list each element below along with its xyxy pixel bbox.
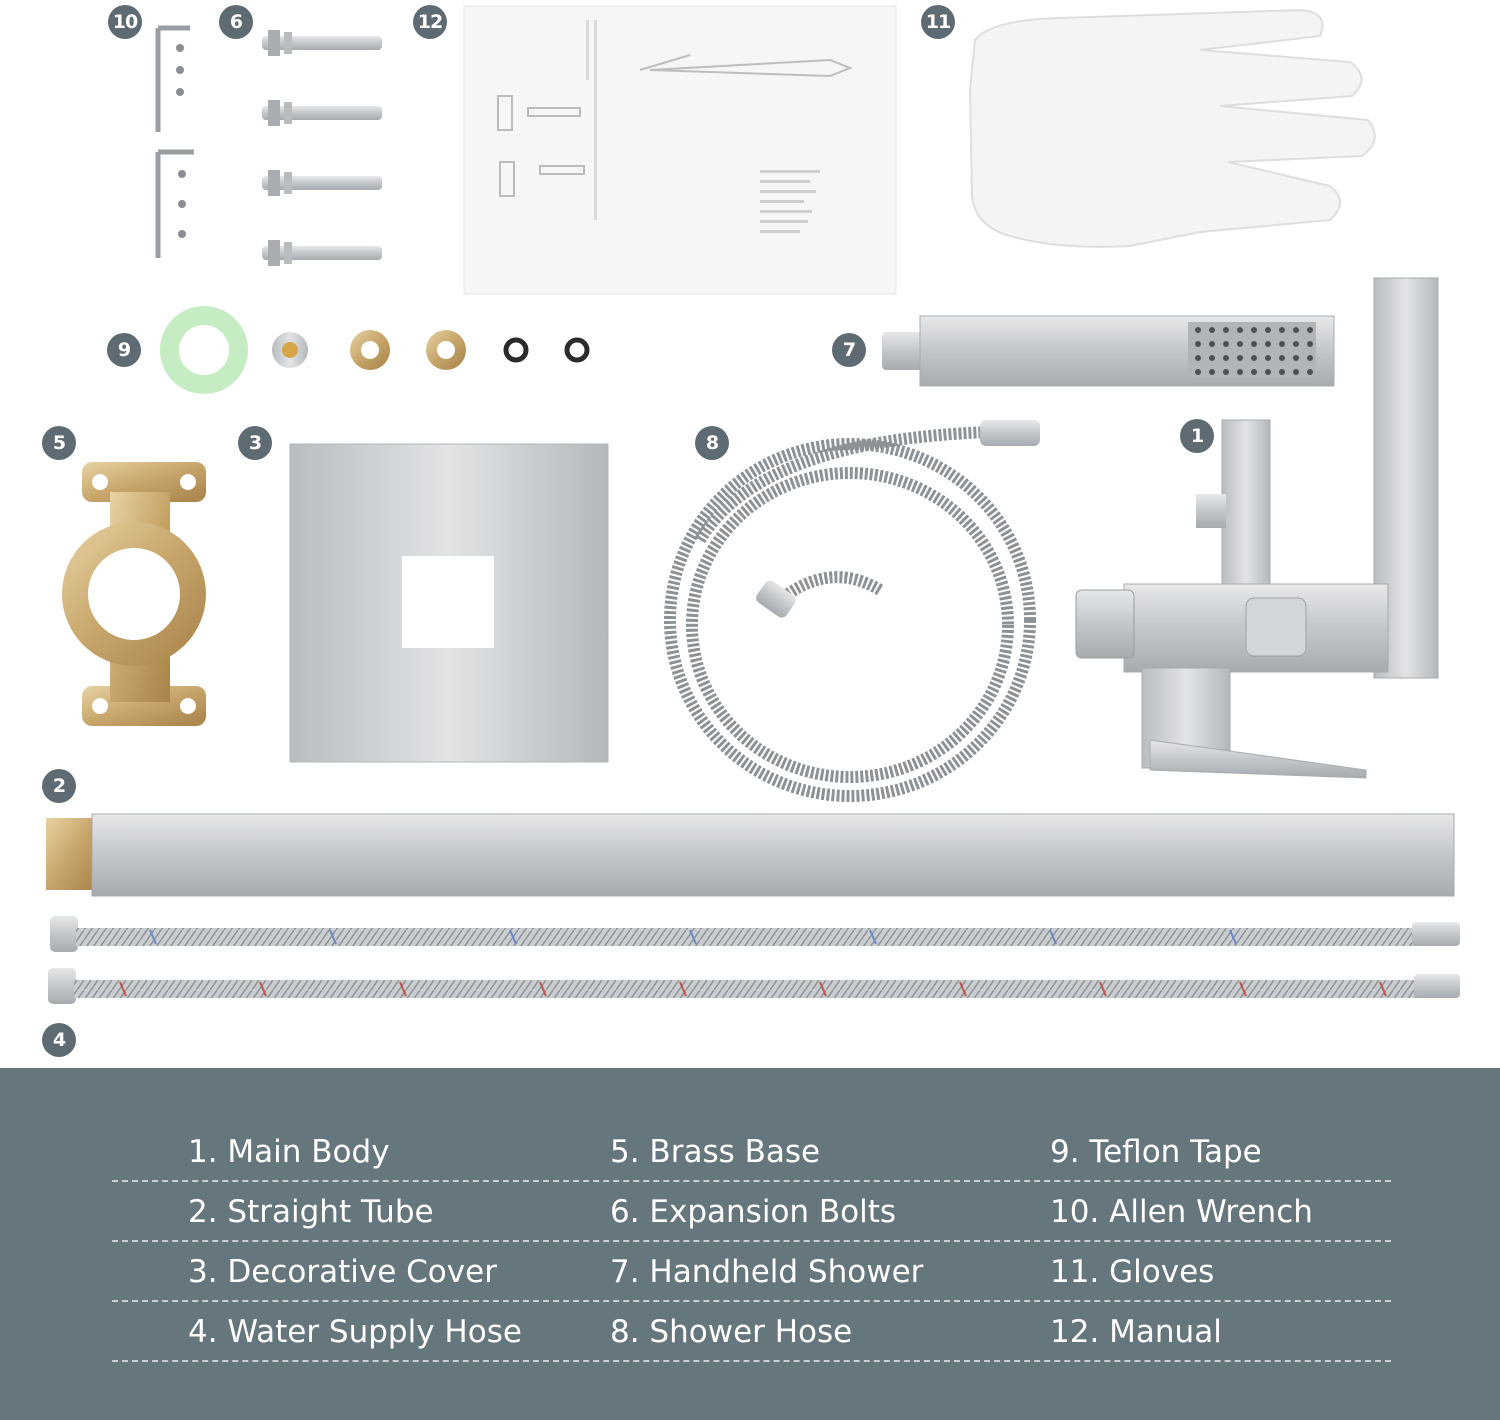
badge-3: 3: [238, 426, 272, 460]
legend-row: 3. Decorative Cover 7. Handheld Shower 1…: [112, 1240, 1391, 1302]
badge-8: 8: [695, 426, 729, 460]
allen-wrench-icon: [155, 25, 194, 258]
legend-item: 12. Manual: [1050, 1314, 1222, 1350]
badge-9: 9: [107, 333, 141, 367]
parts-legend: 1. Main Body 5. Brass Base 9. Teflon Tap…: [0, 1068, 1500, 1420]
badge-5: 5: [42, 426, 76, 460]
handheld-shower-icon: [882, 315, 1335, 387]
decorative-cover-icon: [289, 443, 609, 763]
badge-10: 10: [108, 5, 142, 39]
badge-11: 11: [921, 5, 955, 39]
product-photo: 10 6 12 11 9 7 5 3 8 1 2 4: [42, 5, 1460, 1057]
legend-item: 2. Straight Tube: [188, 1194, 434, 1230]
manual-icon: [463, 5, 897, 295]
legend-item: 1. Main Body: [188, 1134, 390, 1170]
shower-hose-icon: [664, 426, 1036, 802]
legend-item: 9. Teflon Tape: [1050, 1134, 1262, 1170]
teflon-tape-icon: [160, 306, 590, 394]
legend-item: 4. Water Supply Hose: [188, 1314, 522, 1350]
hose-nut-icon: [756, 580, 796, 618]
brass-base-icon: [62, 462, 206, 726]
legend-item: 7. Handheld Shower: [610, 1254, 924, 1290]
badge-7: 7: [832, 333, 866, 367]
gloves-icon: [968, 8, 1376, 248]
legend-item: 11. Gloves: [1050, 1254, 1215, 1290]
parts-illustration: [46, 5, 1460, 1004]
legend-item: 8. Shower Hose: [610, 1314, 853, 1350]
badge-6: 6: [219, 5, 253, 39]
legend-row: 4. Water Supply Hose 8. Shower Hose 12. …: [112, 1300, 1391, 1362]
legend-item: 3. Decorative Cover: [188, 1254, 497, 1290]
water-supply-hose-icon: [48, 916, 1460, 1004]
main-body-icon: [1075, 277, 1439, 779]
legend-row: 2. Straight Tube 6. Expansion Bolts 10. …: [112, 1180, 1391, 1242]
badge-4: 4: [42, 1023, 76, 1057]
straight-tube-icon: [46, 813, 1455, 897]
badge-1: 1: [1180, 419, 1214, 453]
legend-row: 1. Main Body 5. Brass Base 9. Teflon Tap…: [112, 1120, 1391, 1182]
legend-item: 5. Brass Base: [610, 1134, 821, 1170]
legend-item: 10. Allen Wrench: [1050, 1194, 1313, 1230]
badge-12: 12: [413, 5, 447, 39]
hose-connector-icon: [980, 420, 1040, 446]
badge-2: 2: [42, 769, 76, 803]
expansion-bolts-icon: [262, 30, 382, 266]
legend-item: 6. Expansion Bolts: [610, 1194, 897, 1230]
